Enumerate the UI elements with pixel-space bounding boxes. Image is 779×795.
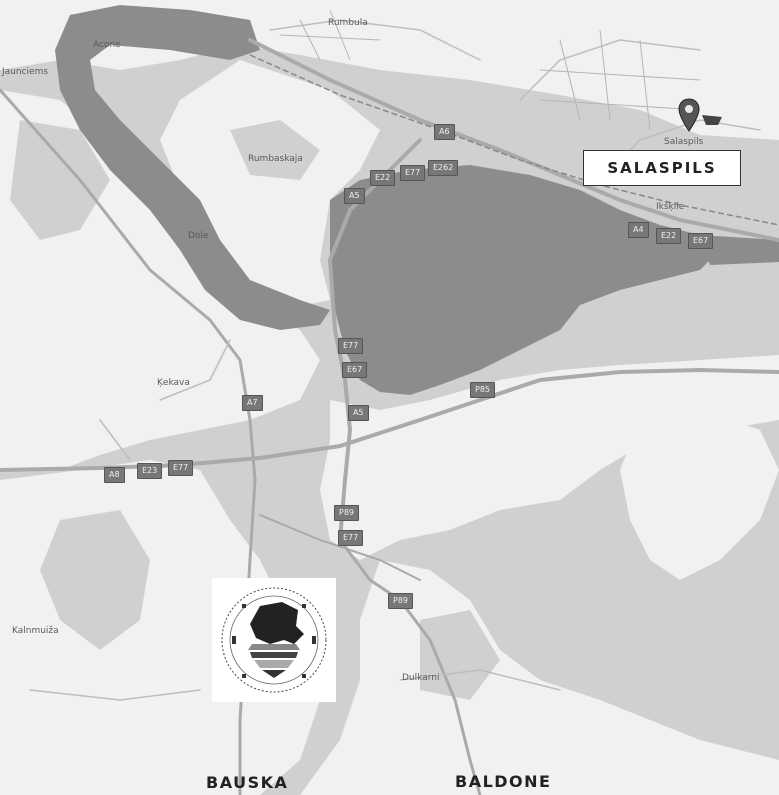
seal-map-shape	[248, 602, 304, 678]
open-land-southeast	[300, 560, 779, 795]
road-shield-p89-south: P89	[388, 593, 414, 609]
place-ikskile: Ikšķile	[656, 202, 685, 212]
road-shield-e77-south: E77	[338, 530, 364, 546]
road-shield-e67-mid: E67	[342, 362, 368, 378]
road-shield-a6: A6	[434, 124, 455, 140]
road-a4-a5-north	[327, 138, 422, 542]
place-salaspils-small: Salaspils	[664, 137, 704, 147]
place-kalnmuiza: Kalnmuiža	[12, 626, 59, 636]
open-land-middle	[320, 355, 779, 560]
place-jaunciems: Jaunciems	[2, 67, 49, 77]
forest-patch-4	[420, 610, 500, 700]
road-shield-e77: E77	[400, 165, 426, 181]
road-p89-spur	[259, 514, 421, 581]
open-land-east-patch	[620, 410, 779, 580]
road-shield-a7: A7	[242, 395, 263, 411]
road-shield-e67: E67	[688, 233, 714, 249]
flag-icon	[702, 115, 722, 125]
river-outflow	[700, 235, 779, 265]
seal-graphic	[221, 587, 327, 693]
road-shield-e77-mid: E77	[338, 338, 364, 354]
map-pin-icon[interactable]	[678, 98, 700, 132]
forest-patch-1	[10, 120, 110, 240]
minor-road-1	[269, 19, 481, 61]
place-rumbaskaja: Rumbaskaja	[248, 154, 303, 164]
road-shield-e23: E23	[137, 463, 163, 479]
place-kekava: Ķekava	[157, 378, 190, 388]
road-shield-e22: E22	[370, 170, 396, 186]
town-label-bauska: BAUSKA	[206, 773, 289, 792]
road-shield-e22-east: E22	[656, 228, 682, 244]
latvia-anniversary-seal	[212, 578, 336, 702]
road-shield-a8: A8	[104, 467, 125, 483]
road-p89	[338, 538, 482, 795]
reservoir-riga-hpp	[330, 165, 720, 395]
railway-line	[249, 54, 779, 226]
place-dole: Dole	[188, 231, 209, 241]
town-label-baldone: BALDONE	[455, 772, 552, 791]
road-shield-e77-west: E77	[168, 460, 194, 476]
minor-road-6	[99, 419, 131, 461]
forest-patch-5	[550, 530, 650, 650]
road-shield-p89: P89	[334, 505, 360, 521]
road-shield-e262: E262	[428, 160, 459, 176]
seal-emblems	[232, 604, 316, 678]
road-shield-a4: A4	[628, 222, 649, 238]
minor-road-5	[519, 39, 701, 101]
rumbula-urban	[279, 9, 381, 61]
forest-patch-2	[230, 120, 320, 180]
forest-patch-3	[40, 510, 150, 650]
place-rumbula: Rumbula	[328, 18, 368, 28]
river-daugava	[55, 5, 330, 330]
minor-road-2	[159, 339, 231, 401]
minor-road-7	[29, 689, 201, 701]
place-dulkarni: Dulkarni	[402, 673, 440, 683]
minor-road-3	[399, 669, 561, 691]
salaspils-urban	[539, 29, 701, 131]
road-shield-p85: P85	[470, 382, 496, 398]
town-callout-salaspils: SALASPILS	[583, 150, 741, 186]
road-shield-a5-mid: A5	[348, 405, 369, 421]
road-shield-a5: A5	[344, 188, 365, 204]
place-acone: Acone	[93, 40, 121, 50]
